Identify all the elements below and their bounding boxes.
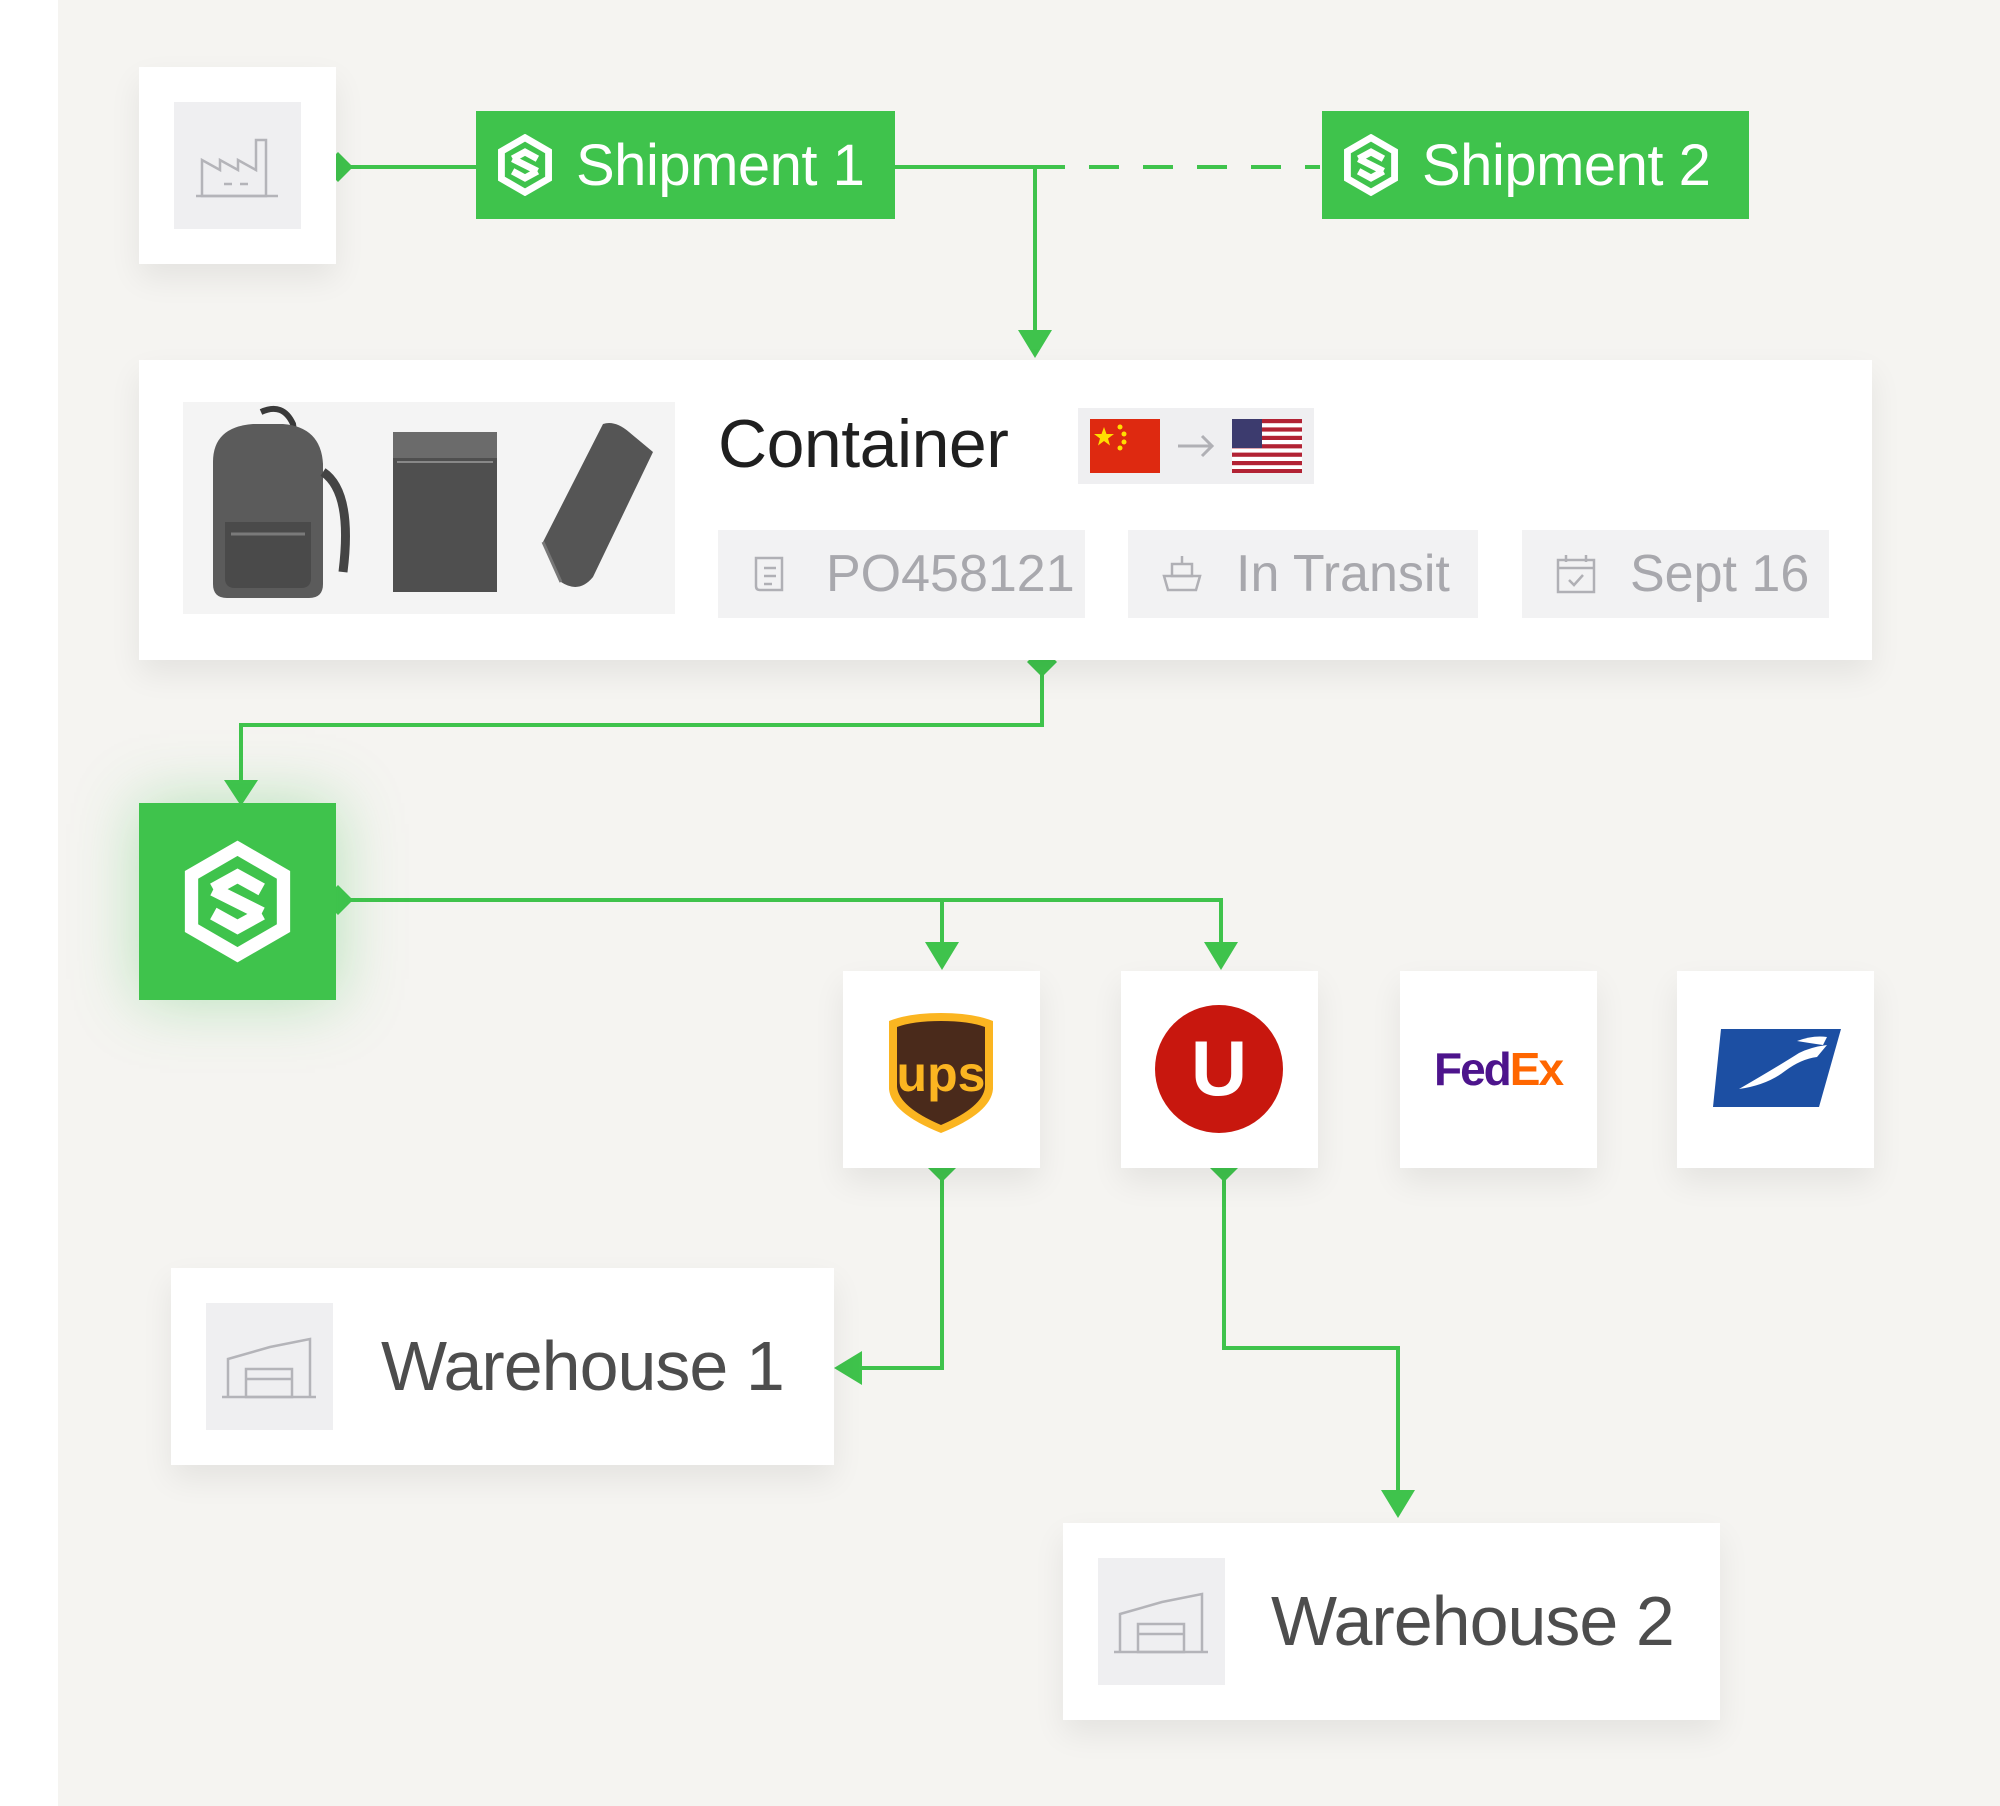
warehouse-2-card[interactable]: Warehouse 2: [1063, 1523, 1720, 1720]
product-illustration: [213, 406, 653, 598]
ups-logo: ups: [889, 1013, 993, 1133]
usa-flag-icon: [1232, 419, 1302, 473]
usps-logo: [1713, 1029, 1841, 1107]
warehouse-1-label: Warehouse 1: [381, 1327, 785, 1405]
fedex-fed-text: Fed: [1434, 1043, 1510, 1095]
eta-date: Sept 16: [1630, 545, 1810, 603]
wallet-icon: [393, 432, 497, 592]
factory-card[interactable]: [139, 67, 336, 264]
warehouse-icon-box: [206, 1303, 333, 1430]
u-carrier-logo: U: [1155, 1005, 1283, 1133]
shipsoft-logo-icon: [498, 134, 552, 196]
date-chip[interactable]: Sept 16: [1522, 530, 1829, 618]
ups-logo-text: ups: [897, 1046, 986, 1102]
factory-icon-box: [174, 102, 301, 229]
carrier-card-usps[interactable]: [1677, 971, 1874, 1168]
card-holder-icon: [541, 423, 653, 587]
container-title: Container: [718, 406, 1009, 482]
shipment-2-label: Shipment 2: [1422, 132, 1711, 198]
carrier-card-ups[interactable]: ups: [843, 971, 1040, 1168]
shipment-1-tag[interactable]: Shipment 1: [476, 111, 895, 219]
ship-icon: [1162, 556, 1202, 592]
factory-icon: [196, 138, 278, 198]
backpack-icon: [213, 406, 350, 598]
shipsoft-hub[interactable]: [139, 803, 336, 1000]
carrier-card-fedex[interactable]: FedEx: [1400, 971, 1597, 1168]
u-logo-text: U: [1191, 1024, 1247, 1112]
shipsoft-logo-icon: [184, 840, 291, 963]
warehouse-icon: [1114, 1592, 1208, 1654]
fedex-ex-text: Ex: [1510, 1043, 1565, 1095]
document-icon: [754, 556, 784, 592]
carrier-card-u[interactable]: U: [1121, 971, 1318, 1168]
shipsoft-logo-icon: [1344, 134, 1398, 196]
warehouse-icon: [222, 1337, 316, 1399]
route-flags: [1078, 408, 1314, 484]
diagram-canvas: [58, 0, 2000, 1806]
po-chip[interactable]: PO458121: [718, 530, 1085, 618]
shipment-status: In Transit: [1236, 545, 1450, 603]
svg-text:FedEx: FedEx: [1434, 1043, 1564, 1095]
warehouse-2-label: Warehouse 2: [1271, 1582, 1675, 1660]
shipment-1-label: Shipment 1: [576, 132, 865, 198]
fedex-logo: FedEx: [1434, 1043, 1566, 1095]
shipment-2-tag[interactable]: Shipment 2: [1322, 111, 1749, 219]
product-images: [183, 402, 675, 614]
po-number: PO458121: [826, 545, 1075, 603]
arrow-right-icon: [1178, 434, 1215, 458]
warehouse-1-card[interactable]: Warehouse 1: [171, 1268, 834, 1465]
status-chip[interactable]: In Transit: [1128, 530, 1478, 618]
warehouse-icon-box: [1098, 1558, 1225, 1685]
china-flag-icon: [1090, 419, 1160, 473]
calendar-icon: [1556, 555, 1596, 594]
